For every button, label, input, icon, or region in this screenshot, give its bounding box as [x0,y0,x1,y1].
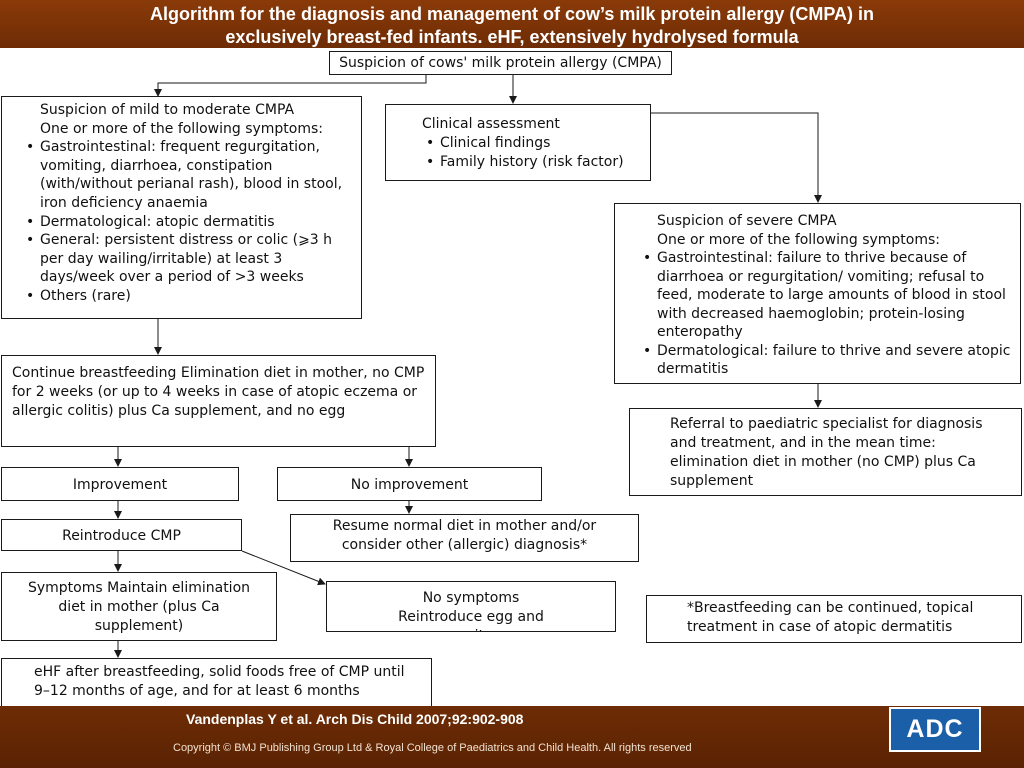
box-severe-cmpa: Suspicion of severe CMPA One or more of … [614,203,1021,384]
box-suspicion-cmpa: Suspicion of cows' milk protein allergy … [329,51,672,75]
mild-bullet-general: General: persistent distress or colic (⩾… [26,231,353,287]
arrow-suspicion-to-mild [154,74,427,97]
box-referral: Referral to paediatric specialist for di… [629,408,1022,496]
severe-bullet-gastrointestinal: Gastrointestinal: failure to thrive beca… [643,249,1012,342]
box-improvement: Improvement [1,467,239,501]
slide-header: Algorithm for the diagnosis and manageme… [0,0,1024,48]
severe-title: Suspicion of severe CMPA [657,213,837,229]
slide-title-line-2: exclusively breast-fed infants. eHF, ext… [225,27,799,47]
mild-bullet-dermatological: Dermatological: atopic dermatitis [26,213,353,232]
box-no-symptoms: No symptoms Reintroduce egg and monitor [326,581,616,632]
mild-title: Suspicion of mild to moderate CMPA [40,102,295,118]
box-symptoms: Symptoms Maintain elimination diet in mo… [1,572,277,641]
slide-title-line-1: Algorithm for the diagnosis and manageme… [149,4,875,24]
mild-bullet-gastrointestinal: Gastrointestinal: frequent regurgitation… [26,138,353,212]
box-mild-moderate-cmpa: Suspicion of mild to moderate CMPA One o… [1,96,362,319]
citation: Vandenplas Y et al. Arch Dis Child 2007;… [186,711,524,727]
clinical-bullet-findings: Clinical findings [426,134,642,153]
box-footnote: *Breastfeeding can be continued, topical… [646,595,1022,643]
box-reintroduce-cmp: Reintroduce CMP [1,519,242,551]
box-continue-breastfeeding: Continue breastfeeding Elimination diet … [1,355,436,447]
box-clinical-assessment: Clinical assessment Clinical findings Fa… [385,104,651,181]
mild-subtitle: One or more of the following symptoms: [40,120,324,137]
arrow-reintroduce-to-no-symptoms [241,550,326,586]
mild-bullet-others: Others (rare) [26,287,353,306]
box-ehf: eHF after breastfeeding, solid foods fre… [1,658,432,708]
severe-bullet-dermatological: Dermatological: failure to thrive and se… [643,342,1012,379]
clinical-title: Clinical assessment [422,116,560,132]
arrow-clinical-to-severe [651,112,822,203]
severe-subtitle: One or more of the following symptoms: [657,231,941,248]
box-no-improvement: No improvement [277,467,542,501]
copyright-notice: Copyright © BMJ Publishing Group Ltd & R… [173,742,692,754]
slide-footer: Vandenplas Y et al. Arch Dis Child 2007;… [0,706,1024,768]
adc-logo: ADC [889,707,981,752]
box-resume-normal-diet: Resume normal diet in mother and/or cons… [290,514,639,562]
clinical-bullet-family-history: Family history (risk factor) [426,153,642,172]
